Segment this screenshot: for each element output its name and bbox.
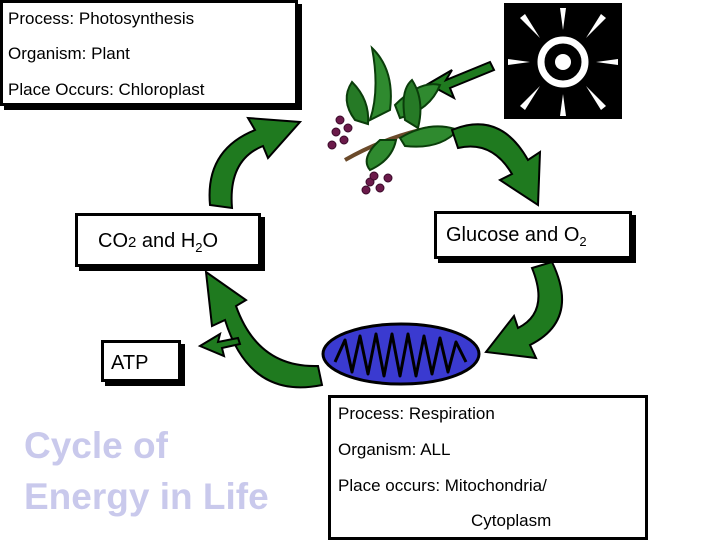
photosynthesis-organism: Organism: Plant: [8, 44, 130, 63]
mitochondrion-icon: [321, 322, 481, 386]
reactants-label: CO2 and H2O: [98, 230, 219, 255]
title-line-1: Cycle of: [24, 425, 168, 466]
photosynthesis-box: Process: Photosynthesis Organism: Plant …: [0, 0, 298, 106]
respiration-organism: Organism: ALL: [338, 440, 451, 459]
arrow-icon: [197, 331, 242, 358]
respiration-place-continued: Cytoplasm: [471, 511, 552, 530]
arrow-icon: [208, 116, 303, 210]
atp-box: ATP: [101, 340, 181, 382]
plant-icon: [327, 45, 460, 195]
atp-label: ATP: [111, 352, 149, 374]
respiration-process: Process: Respiration: [338, 404, 495, 423]
products-box: Glucose and O2: [434, 211, 632, 259]
photosynthesis-place: Place Occurs: Chloroplast: [8, 80, 205, 99]
respiration-place: Place occurs: Mitochondria/: [338, 476, 547, 495]
photosynthesis-process: Process: Photosynthesis: [8, 9, 195, 28]
title-line-2: Energy in Life: [24, 476, 269, 517]
respiration-box: Process: Respiration Organism: ALL Place…: [328, 395, 648, 540]
reactants-box: CO2 and H2O: [75, 213, 261, 267]
cycle-arrows: [197, 116, 564, 389]
products-label: Glucose and O2: [446, 224, 587, 249]
arrow-icon: [450, 123, 542, 207]
sun-icon: [504, 3, 622, 119]
arrow-icon: [204, 269, 324, 389]
arrow-icon: [484, 260, 564, 360]
sunlight-arrow-icon: [425, 60, 496, 101]
